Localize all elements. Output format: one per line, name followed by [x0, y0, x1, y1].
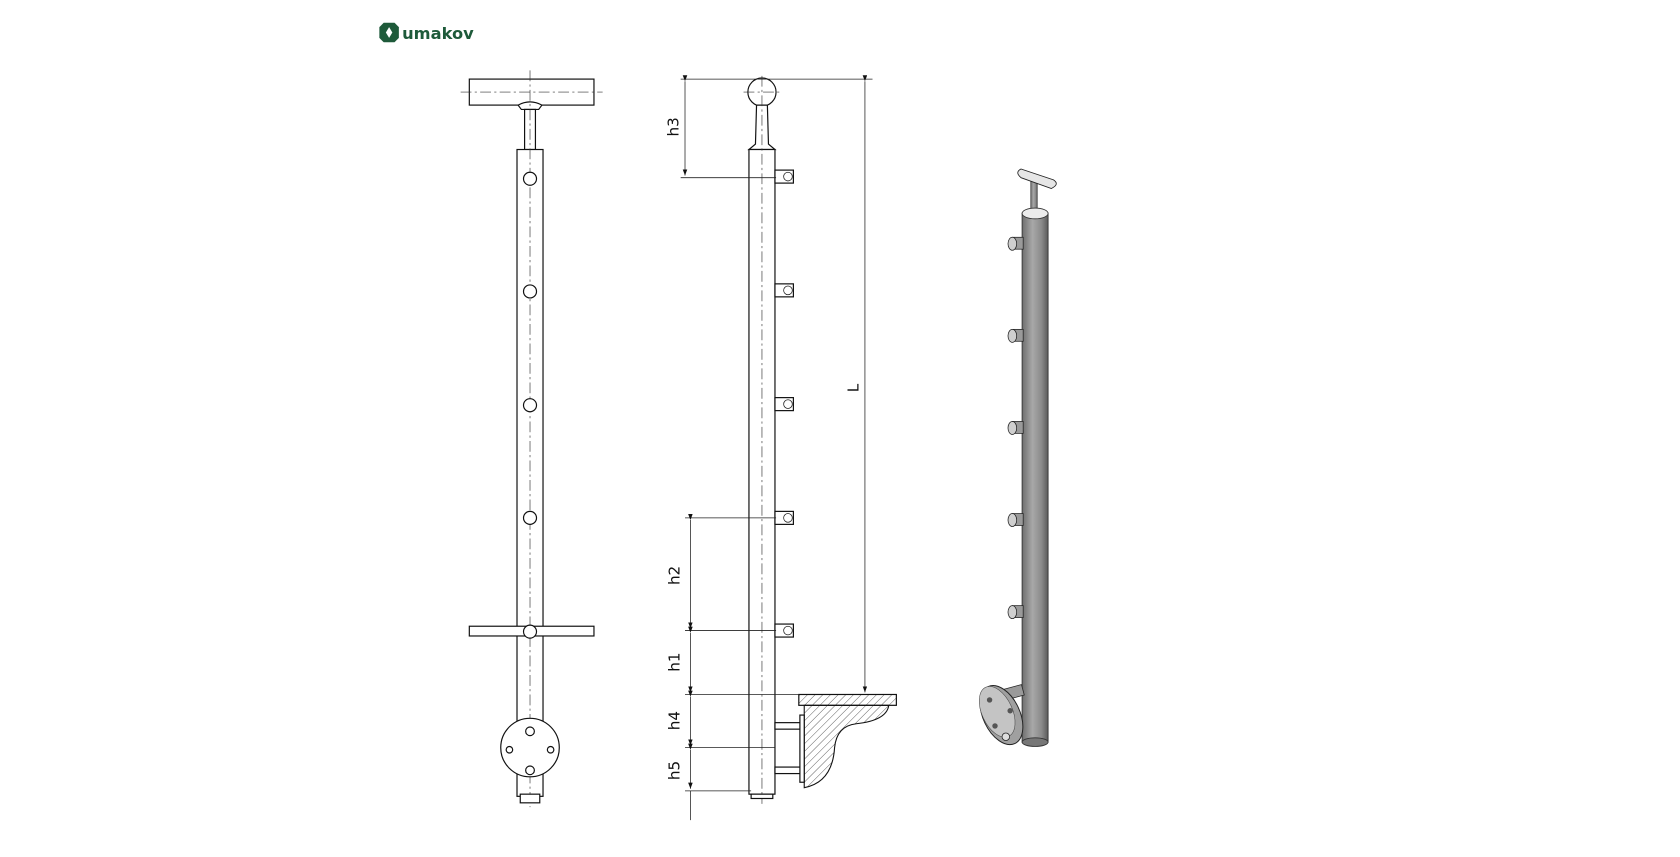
umakov-logo: umakov: [379, 22, 474, 43]
iso-pins: [1007, 236, 1024, 620]
dimension-h5: h5: [666, 761, 684, 780]
hole-markers: [522, 171, 538, 639]
logo-text: umakov: [402, 24, 474, 43]
logo-mark-icon: [379, 22, 399, 43]
isometric-view: [978, 168, 1057, 747]
dimension-h2: h2: [666, 566, 684, 585]
cable-pins: [774, 169, 794, 638]
side-view: h3 L h2 h1 h4 h5: [665, 75, 897, 821]
dimension-L: L: [844, 383, 862, 392]
dimension-h3: h3: [665, 117, 683, 136]
dimension-h4: h4: [666, 711, 684, 730]
dimension-h1: h1: [666, 652, 684, 671]
base-plate: [500, 717, 560, 778]
front-view: [460, 70, 603, 808]
